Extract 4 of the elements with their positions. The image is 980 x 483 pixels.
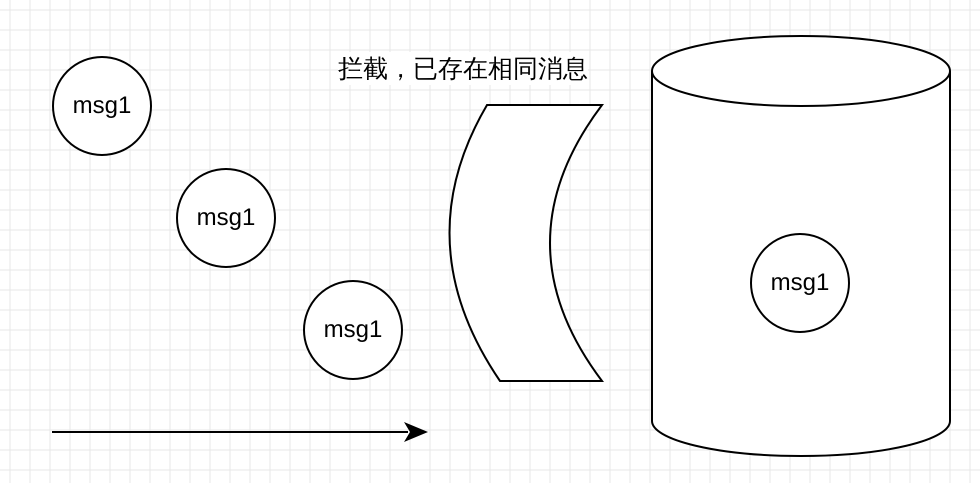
shape-caption: 拦截，已存在相同消息 bbox=[338, 52, 588, 85]
message-circle: msg1 bbox=[176, 168, 276, 268]
message-circle: msg1 bbox=[52, 56, 152, 156]
message-circle: msg1 bbox=[303, 280, 403, 380]
